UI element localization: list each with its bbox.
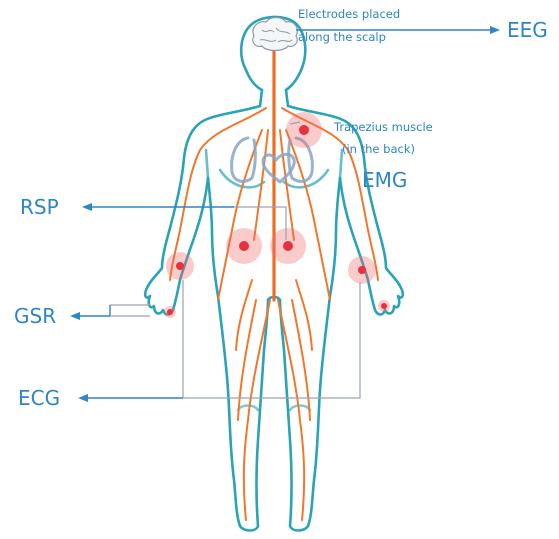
eeg-label: EEG [507,18,548,42]
eeg-note-line2: along the scalp [298,30,386,44]
trapezius-label-line2: (in the back) [342,142,415,156]
trapezius-label-line1: Trapezius muscle [333,120,433,134]
gsr-arrow [70,305,110,320]
ecg-arrow [78,394,183,402]
rsp-label: RSP [20,195,59,219]
brain-icon [253,18,298,51]
nervous-system [170,40,378,520]
right-wrist-electrode [348,256,376,284]
left-finger-electrode [164,306,176,318]
ecg-label: ECG [18,386,60,410]
eeg-note-line1: Electrodes placed [298,7,400,21]
gsr-label: GSR [14,304,56,328]
right-finger-electrode [378,300,390,312]
trapezius-electrode [286,112,322,148]
emg-label: EMG [362,168,407,192]
abdomen-electrode-left [226,228,262,264]
left-wrist-electrode [166,252,194,280]
abdomen-electrode-right [270,228,306,264]
